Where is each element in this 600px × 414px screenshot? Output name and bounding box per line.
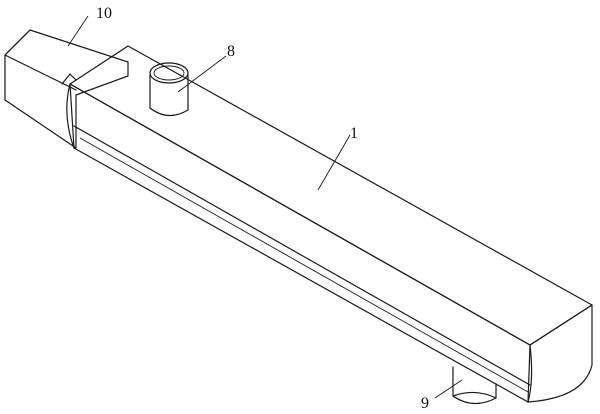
main-body — [66, 45, 593, 403]
top-pipe — [149, 62, 189, 117]
leader-1 — [317, 134, 351, 191]
bottom-pipe — [452, 366, 497, 405]
label-9: 9 — [421, 395, 429, 412]
label-10: 10 — [96, 5, 112, 22]
leader-8 — [177, 55, 227, 93]
label-8: 8 — [227, 43, 235, 60]
label-1: 1 — [350, 125, 358, 142]
end-block — [4, 29, 129, 149]
leader-10 — [67, 15, 89, 47]
leader-9 — [434, 379, 463, 399]
